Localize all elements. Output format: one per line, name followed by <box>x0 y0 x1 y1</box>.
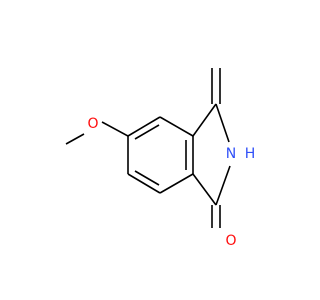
bond-ring-to-exocyclic-carbon <box>192 103 217 137</box>
bond-ring-2 <box>159 116 194 137</box>
atom-labels: O N H O <box>87 116 255 249</box>
bond-ring-5 <box>127 173 161 194</box>
bond-ring-1-inner <box>134 124 160 140</box>
bond-ring-1 <box>127 116 161 137</box>
bond-exocyclic-carbon-to-n <box>215 103 230 143</box>
bond-n-to-carbonyl-carbon <box>215 165 231 206</box>
molecule-structure-diagram: O N H O <box>65 68 255 249</box>
bond-methyl-oxygen <box>65 133 85 145</box>
oxygen-carbonyl-label: O <box>225 233 236 249</box>
bond-ring-4 <box>159 173 194 194</box>
oxygen-ether-label: O <box>87 116 98 132</box>
bond-ring-5-inner <box>134 170 160 186</box>
bonds <box>65 68 231 228</box>
bond-oxygen-ring <box>101 121 129 137</box>
nitrogen-label: N <box>226 146 236 162</box>
bond-carbonyl-carbon-to-ring <box>192 173 217 206</box>
hydrogen-label: H <box>245 146 256 162</box>
